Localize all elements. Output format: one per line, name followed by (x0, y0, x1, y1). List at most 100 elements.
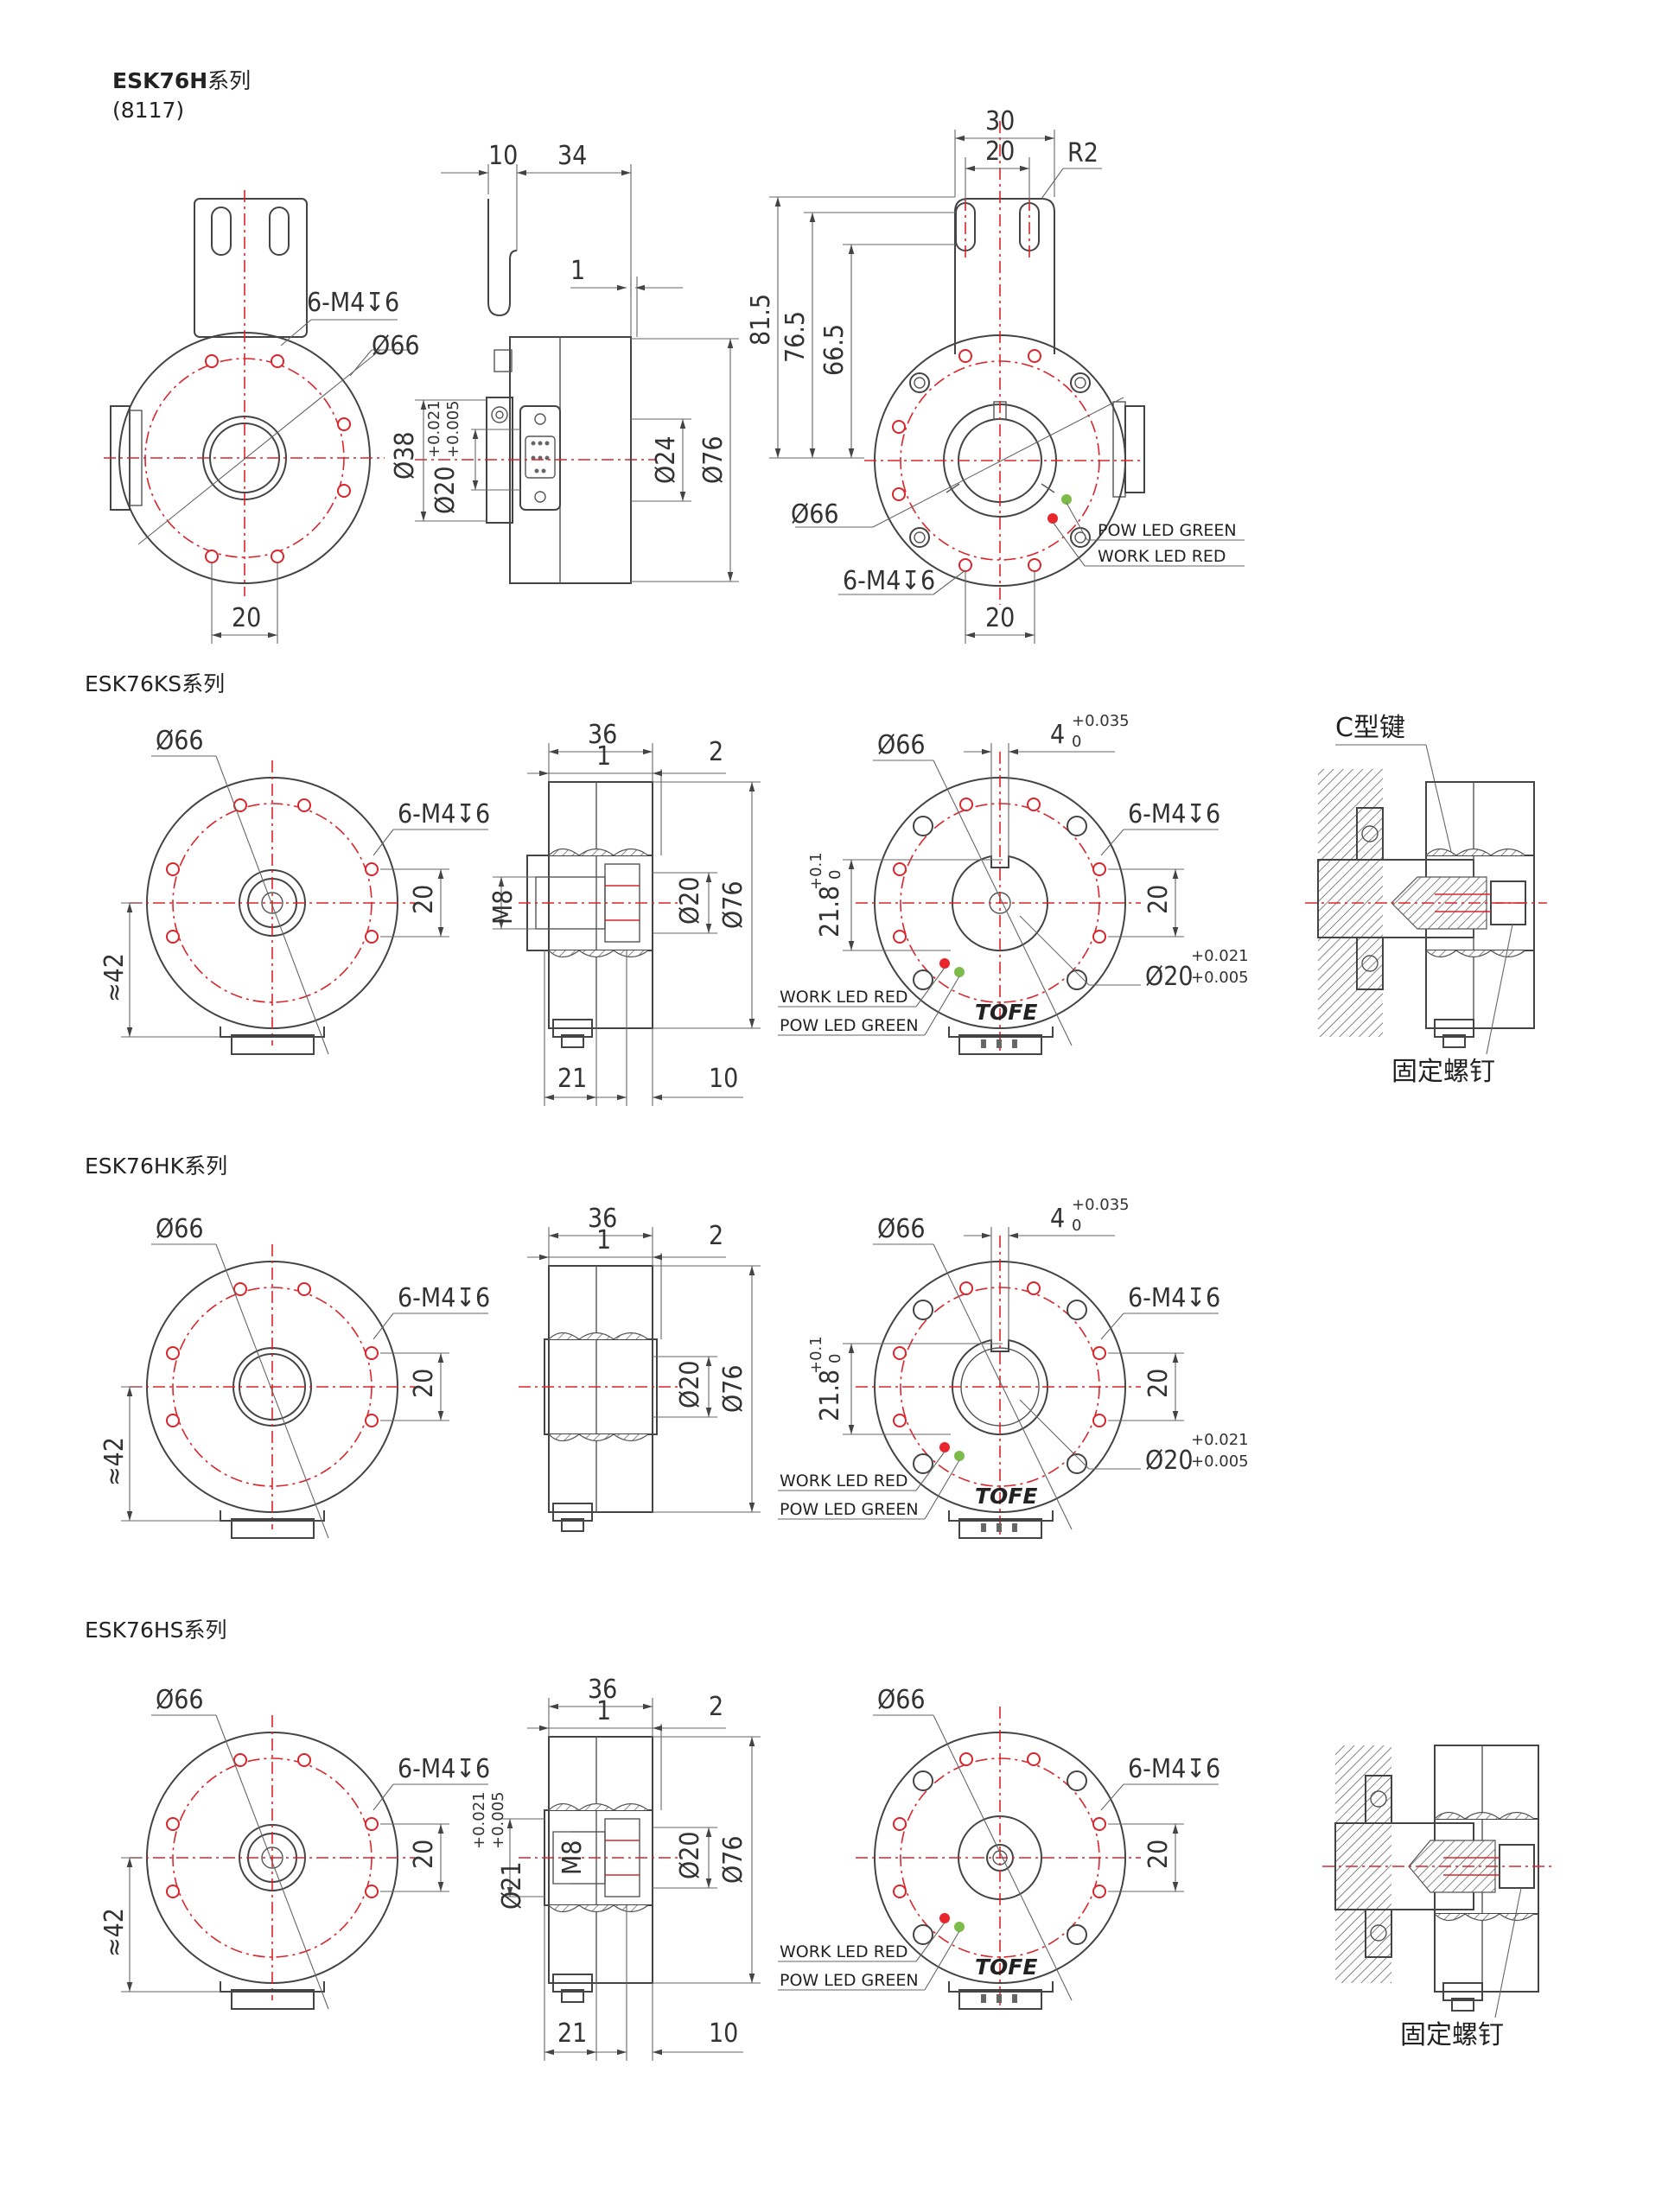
ks-rear-tol-4-zero: 0 (1072, 733, 1081, 751)
section-hs-title: ESK76HS系列 (85, 1618, 227, 1643)
h-rear-dim-d66: Ø66 (791, 499, 839, 530)
ks-front-view: Ø66 6-M4↧6 20 ≈42 (99, 726, 490, 1055)
hs-side-tol-plus: +0.021 (470, 1791, 488, 1849)
hk-front-dim-6m4: 6-M4↧6 (398, 1283, 490, 1313)
ks-rear-work-led: WORK LED RED (780, 988, 908, 1007)
h-side-view: 10 34 1 Ø38 Ø20 +0.021 +0.005 Ø24 Ø76 (390, 141, 739, 584)
ks-side-view: 36 1 2 M8 Ø20 Ø76 21 10 (488, 720, 761, 1106)
ks-rear-dim-218: 21.8 (815, 886, 845, 938)
hs-side-dim-1: 1 (596, 1696, 611, 1726)
ks-rear-view: TOFE Ø66 4 +0.035 0 6-M4↧6 21.8 +0.1 0 2… (778, 712, 1249, 1055)
hs-side-dim-2: 2 (709, 1692, 723, 1722)
ks-rear-tol-plus: +0.021 (1191, 947, 1249, 965)
h-rear-dim-815: 81.5 (746, 294, 776, 346)
hs-side-dim-10: 10 (709, 2018, 738, 2049)
ks-rear-pow-led: POW LED GREEN (780, 1016, 919, 1035)
ks-rear-dim-4: 4 (1050, 720, 1065, 750)
h-rear-dim-30: 30 (985, 106, 1015, 137)
ks-front-dim-42: ≈42 (99, 953, 130, 1002)
hs-front-dim-20: 20 (409, 1840, 439, 1869)
h-front-dim-6m4: 6-M4↧6 (307, 288, 399, 318)
ks-rear-dim-d20: Ø20 (1145, 962, 1194, 992)
hk-front-dim-42: ≈42 (99, 1437, 130, 1486)
hk-side-dim-1: 1 (596, 1225, 611, 1255)
h-rear-dim-665: 66.5 (819, 324, 850, 376)
h-side-tol-plus: +0.021 (425, 400, 443, 458)
hk-rear-dim-218: 21.8 (815, 1370, 845, 1421)
hs-key-detail: 固定螺钉 (1322, 1745, 1556, 2050)
h-side-dim-d24: Ø24 (651, 435, 681, 484)
h-front-view: 6-M4↧6 Ø66 20 (104, 190, 420, 644)
hs-side-tol-minus: +0.005 (489, 1791, 507, 1849)
h-side-tol-minus: +0.005 (444, 400, 462, 458)
h-rear-work-led: WORK LED RED (1098, 547, 1226, 566)
hk-rear-view: TOFE Ø66 4 +0.035 0 6-M4↧6 21.8 +0.1 0 2… (778, 1196, 1249, 1539)
h-rear-dim-r2: R2 (1067, 138, 1098, 168)
hk-rear-dim-d20: Ø20 (1145, 1446, 1194, 1476)
ks-side-dim-10: 10 (709, 1064, 738, 1094)
ks-side-dim-36: 36 (588, 720, 617, 750)
section-esk76hs: ESK76HS系列 Ø66 6-M4↧6 20 ≈42 (85, 1618, 1556, 2061)
hk-front-view: Ø66 6-M4↧6 20 ≈42 (99, 1214, 490, 1539)
h-front-dim-20: 20 (232, 603, 261, 633)
h-side-dim-1: 1 (570, 256, 585, 286)
h-front-dim-d66: Ø66 (372, 331, 420, 361)
hs-front-view: Ø66 6-M4↧6 20 ≈42 (99, 1685, 490, 2010)
section-esk76h: ESK76H系列 (8117) 6-M4↧6 Ø66 20 (104, 68, 1245, 644)
ks-rear-tol-minus: +0.005 (1191, 969, 1249, 987)
hs-side-dim-36: 36 (588, 1675, 617, 1705)
hs-side-dim-m8: M8 (557, 1840, 588, 1875)
h-rear-view: 30 20 R2 81.5 76.5 66.5 Ø66 6-M4↧6 20 PO… (746, 106, 1245, 644)
h-rear-dim-20-bottom: 20 (985, 603, 1015, 633)
ks-key-screw-label: 固定螺钉 (1391, 1057, 1495, 1087)
ks-front-dim-d66: Ø66 (156, 726, 204, 756)
h-side-dim-34: 34 (557, 141, 587, 171)
hk-rear-dim-d66: Ø66 (877, 1214, 926, 1244)
ks-side-dim-2: 2 (709, 737, 723, 767)
hs-side-view: 36 1 2 Ø21 +0.021 +0.005 M8 Ø20 Ø76 21 (470, 1675, 761, 2061)
hk-front-dim-d66: Ø66 (156, 1214, 204, 1244)
ks-side-dim-d76: Ø76 (718, 880, 748, 929)
ks-rear-tol-218-zero: 0 (826, 870, 844, 880)
hk-rear-tol-4-zero: 0 (1072, 1217, 1081, 1235)
hk-rear-tol-218-plus: +0.1 (807, 1336, 825, 1374)
ks-rear-tol-4-plus: +0.035 (1072, 712, 1130, 730)
h-side-dim-10: 10 (488, 141, 518, 171)
hs-key-screw-label: 固定螺钉 (1400, 2020, 1504, 2050)
ks-rear-dim-20: 20 (1143, 885, 1174, 914)
hk-side-dim-d76: Ø76 (718, 1364, 748, 1413)
hk-rear-dim-20: 20 (1143, 1369, 1174, 1398)
hs-rear-dim-20: 20 (1143, 1840, 1174, 1869)
h-rear-pow-led: POW LED GREEN (1098, 521, 1237, 540)
hk-side-dim-d20: Ø20 (675, 1360, 705, 1408)
hs-side-dim-21: 21 (557, 2018, 587, 2049)
ks-rear-tol-218-plus: +0.1 (807, 852, 825, 890)
ks-key-label: C型键 (1335, 713, 1405, 743)
hs-rear-view: TOFE Ø66 6-M4↧6 20 WORK LED RED POW LED … (778, 1685, 1220, 2010)
ks-front-dim-20: 20 (409, 885, 439, 914)
h-side-dim-d76: Ø76 (698, 435, 729, 484)
hs-rear-pow-led: POW LED GREEN (780, 1971, 919, 1990)
ks-side-dim-m8: M8 (488, 890, 519, 925)
hk-side-view: 36 1 2 Ø20 Ø76 (519, 1204, 761, 1532)
ks-side-dim-21: 21 (557, 1064, 587, 1094)
ks-rear-dim-6m4: 6-M4↧6 (1128, 799, 1220, 830)
hs-rear-dim-d66: Ø66 (877, 1685, 926, 1715)
section-h-title: ESK76H系列 (112, 68, 251, 93)
hk-rear-tol-4-plus: +0.035 (1072, 1196, 1130, 1214)
hk-rear-tol-plus: +0.021 (1191, 1431, 1249, 1449)
tofe-logo-icon: TOFE (975, 1955, 1037, 1980)
hs-side-dim-d76: Ø76 (718, 1835, 748, 1884)
h-side-dim-d20: Ø20 (430, 466, 461, 514)
section-ks-title: ESK76KS系列 (85, 671, 225, 696)
ks-front-dim-6m4: 6-M4↧6 (398, 799, 490, 830)
hs-rear-dim-6m4: 6-M4↧6 (1128, 1754, 1220, 1784)
hs-side-dim-d20: Ø20 (675, 1831, 705, 1879)
ks-key-detail: C型键 固定螺钉 (1305, 713, 1547, 1087)
h-rear-dim-765: 76.5 (780, 311, 811, 363)
hk-rear-dim-4: 4 (1050, 1204, 1065, 1234)
section-esk76hk: ESK76HK系列 Ø66 6-M4↧6 20 ≈42 (85, 1154, 1249, 1539)
hs-front-dim-42: ≈42 (99, 1908, 130, 1957)
hs-rear-work-led: WORK LED RED (780, 1942, 908, 1961)
